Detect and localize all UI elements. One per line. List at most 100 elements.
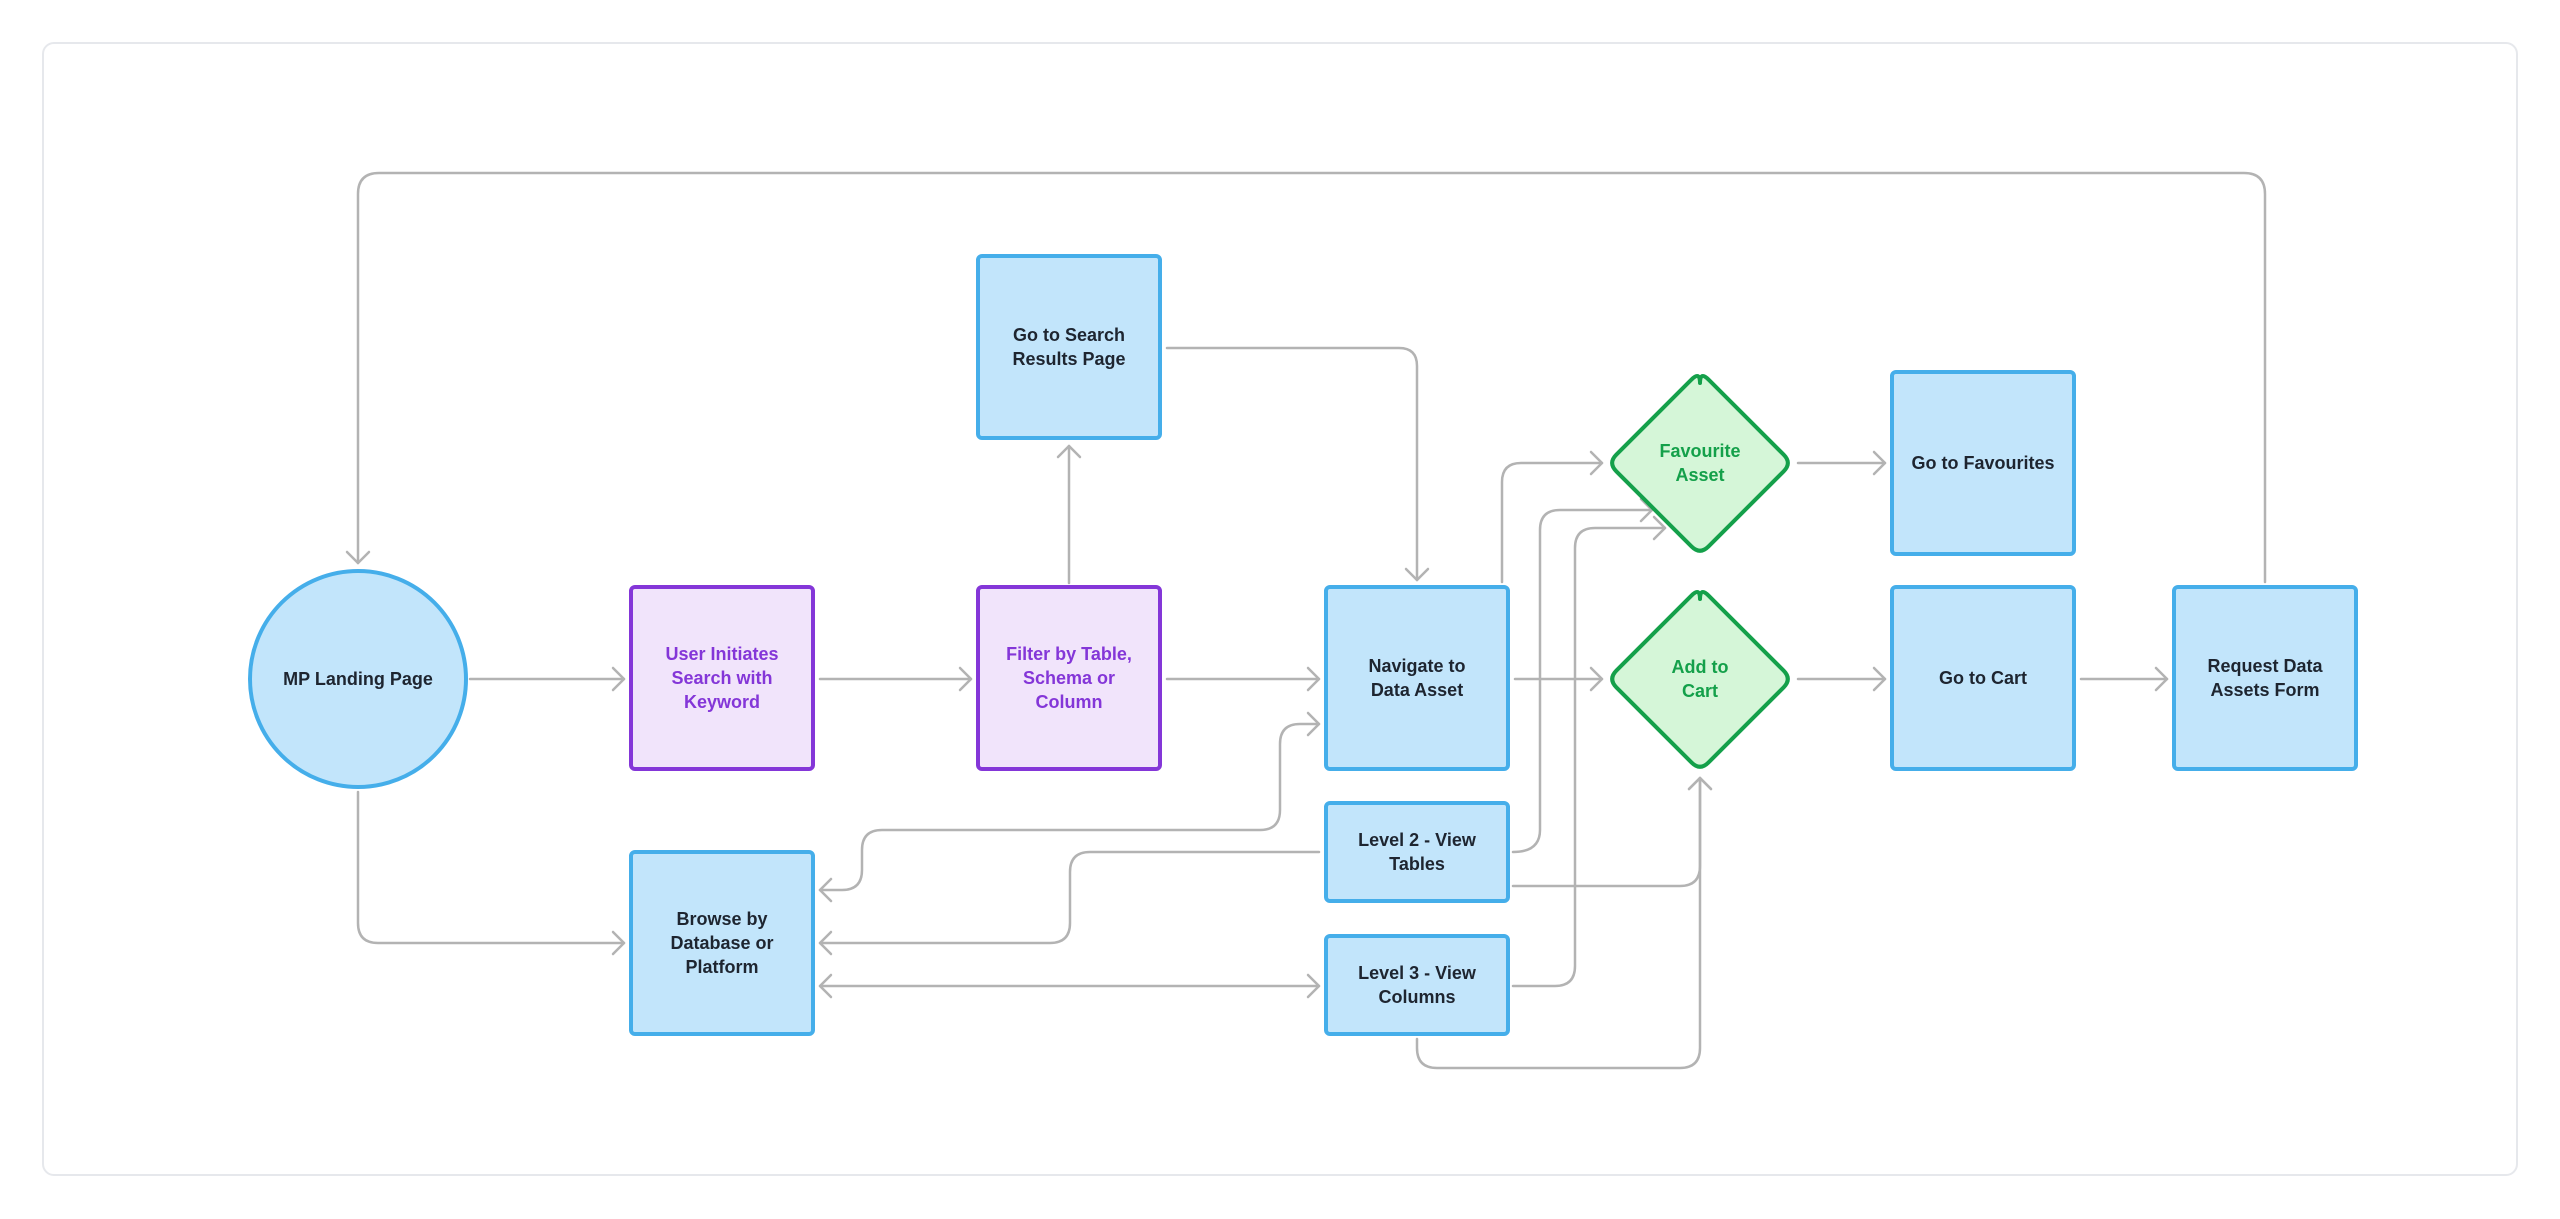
node-label: Add to Cart	[1672, 657, 1729, 701]
arrowhead	[1589, 666, 1604, 692]
node-shape	[976, 254, 1162, 440]
edge-level2-to-cart	[1511, 776, 1713, 888]
node-landing[interactable]: MP Landing Page	[248, 569, 468, 789]
node-label-line: Results Page	[1012, 349, 1125, 369]
arrowhead	[1639, 497, 1654, 523]
node-label-line: Keyword	[684, 692, 760, 712]
arrowhead	[1404, 567, 1430, 582]
node-label-line: Go to Cart	[1939, 668, 2027, 688]
node-label-line: Level 3 - View	[1358, 963, 1477, 983]
edge-browse-level2	[818, 850, 1321, 956]
edge-line	[1500, 461, 1604, 584]
node-filter[interactable]: Filter by Table, Schema or Column	[976, 585, 1162, 771]
edge-line	[818, 850, 1321, 945]
edge-gocart-to-request	[2079, 666, 2169, 692]
edge-line	[1415, 776, 1702, 1070]
edge-landing-to-browse	[356, 790, 626, 956]
arrowhead	[958, 666, 973, 692]
node-shape	[1324, 934, 1510, 1036]
node-label-line: Schema or	[1023, 668, 1115, 688]
edge-navigate-to-cart	[1513, 666, 1604, 692]
node-label-line: Search with	[671, 668, 772, 688]
node-goCart[interactable]: Go to Cart	[1890, 585, 2076, 771]
node-shape	[1890, 585, 2076, 771]
node-shape	[2172, 585, 2358, 771]
node-shape	[629, 585, 815, 771]
node-label-line: Go to Search	[1013, 325, 1125, 345]
arrowhead	[1687, 776, 1713, 791]
edge-request-to-landing	[345, 171, 2267, 584]
arrowhead	[1056, 444, 1082, 459]
node-label-line: Columns	[1378, 987, 1455, 1007]
node-goFav[interactable]: Go to Favourites	[1890, 370, 2076, 556]
edge-line	[1165, 346, 1419, 582]
edge-browse-level3	[818, 973, 1321, 999]
edge-line	[356, 171, 2267, 584]
edge-level2-to-favourite	[1511, 497, 1654, 854]
edge-favourite-to-gofav	[1796, 450, 1887, 476]
arrowhead	[1872, 666, 1887, 692]
node-shape	[1324, 585, 1510, 771]
node-label-line: User Initiates	[665, 644, 778, 664]
node-label-line: Cart	[1682, 681, 1718, 701]
edge-navigate-to-favourite	[1500, 450, 1604, 584]
node-label-line: Add to	[1672, 657, 1729, 677]
edge-landing-to-search	[468, 666, 626, 692]
node-shape	[1890, 370, 2076, 556]
node-shape	[976, 585, 1162, 771]
node-label: Go to Cart	[1939, 668, 2027, 688]
arrowhead	[345, 550, 371, 565]
edge-filter-to-navigate	[1165, 666, 1321, 692]
node-label-line: Request Data	[2207, 656, 2323, 676]
node-label-line: Level 2 - View	[1358, 830, 1477, 850]
node-cart[interactable]: Add to Cart	[1610, 589, 1790, 769]
node-label: Go to Favourites	[1911, 453, 2054, 473]
edge-browse-navigate	[818, 711, 1321, 903]
edge-filter-to-results	[1056, 444, 1082, 585]
node-label: Filter by Table, Schema or Column	[1006, 644, 1132, 712]
edge-level3-to-favourite	[1511, 515, 1667, 988]
node-label-line: Filter by Table,	[1006, 644, 1132, 664]
arrowhead	[2154, 666, 2169, 692]
edge-line	[1511, 508, 1654, 854]
node-shape	[1324, 801, 1510, 903]
arrowhead	[1652, 515, 1667, 541]
arrowhead	[818, 877, 833, 903]
node-label-line: Column	[1036, 692, 1103, 712]
arrowhead	[818, 973, 833, 999]
node-label-line: Go to Favourites	[1911, 453, 2054, 473]
arrowhead	[1306, 973, 1321, 999]
edge-line	[1511, 526, 1667, 988]
arrowhead	[1589, 450, 1604, 476]
arrowhead	[1306, 711, 1321, 737]
arrowhead	[611, 930, 626, 956]
node-label-line: Favourite	[1659, 441, 1740, 461]
edge-line	[818, 722, 1321, 892]
node-shape	[1610, 373, 1790, 553]
connectors	[345, 171, 2267, 1070]
arrowhead	[818, 930, 833, 956]
edge-level3-to-cart	[1415, 776, 1713, 1070]
node-label-line: Data Asset	[1371, 680, 1463, 700]
edge-cart-to-gocart	[1796, 666, 1887, 692]
node-label-line: Browse by	[676, 909, 767, 929]
edge-line	[356, 790, 626, 945]
edge-results-to-navigate	[1165, 346, 1430, 582]
node-label-line: Tables	[1389, 854, 1445, 874]
node-label-line: Asset	[1675, 465, 1724, 485]
node-shape	[248, 569, 468, 789]
